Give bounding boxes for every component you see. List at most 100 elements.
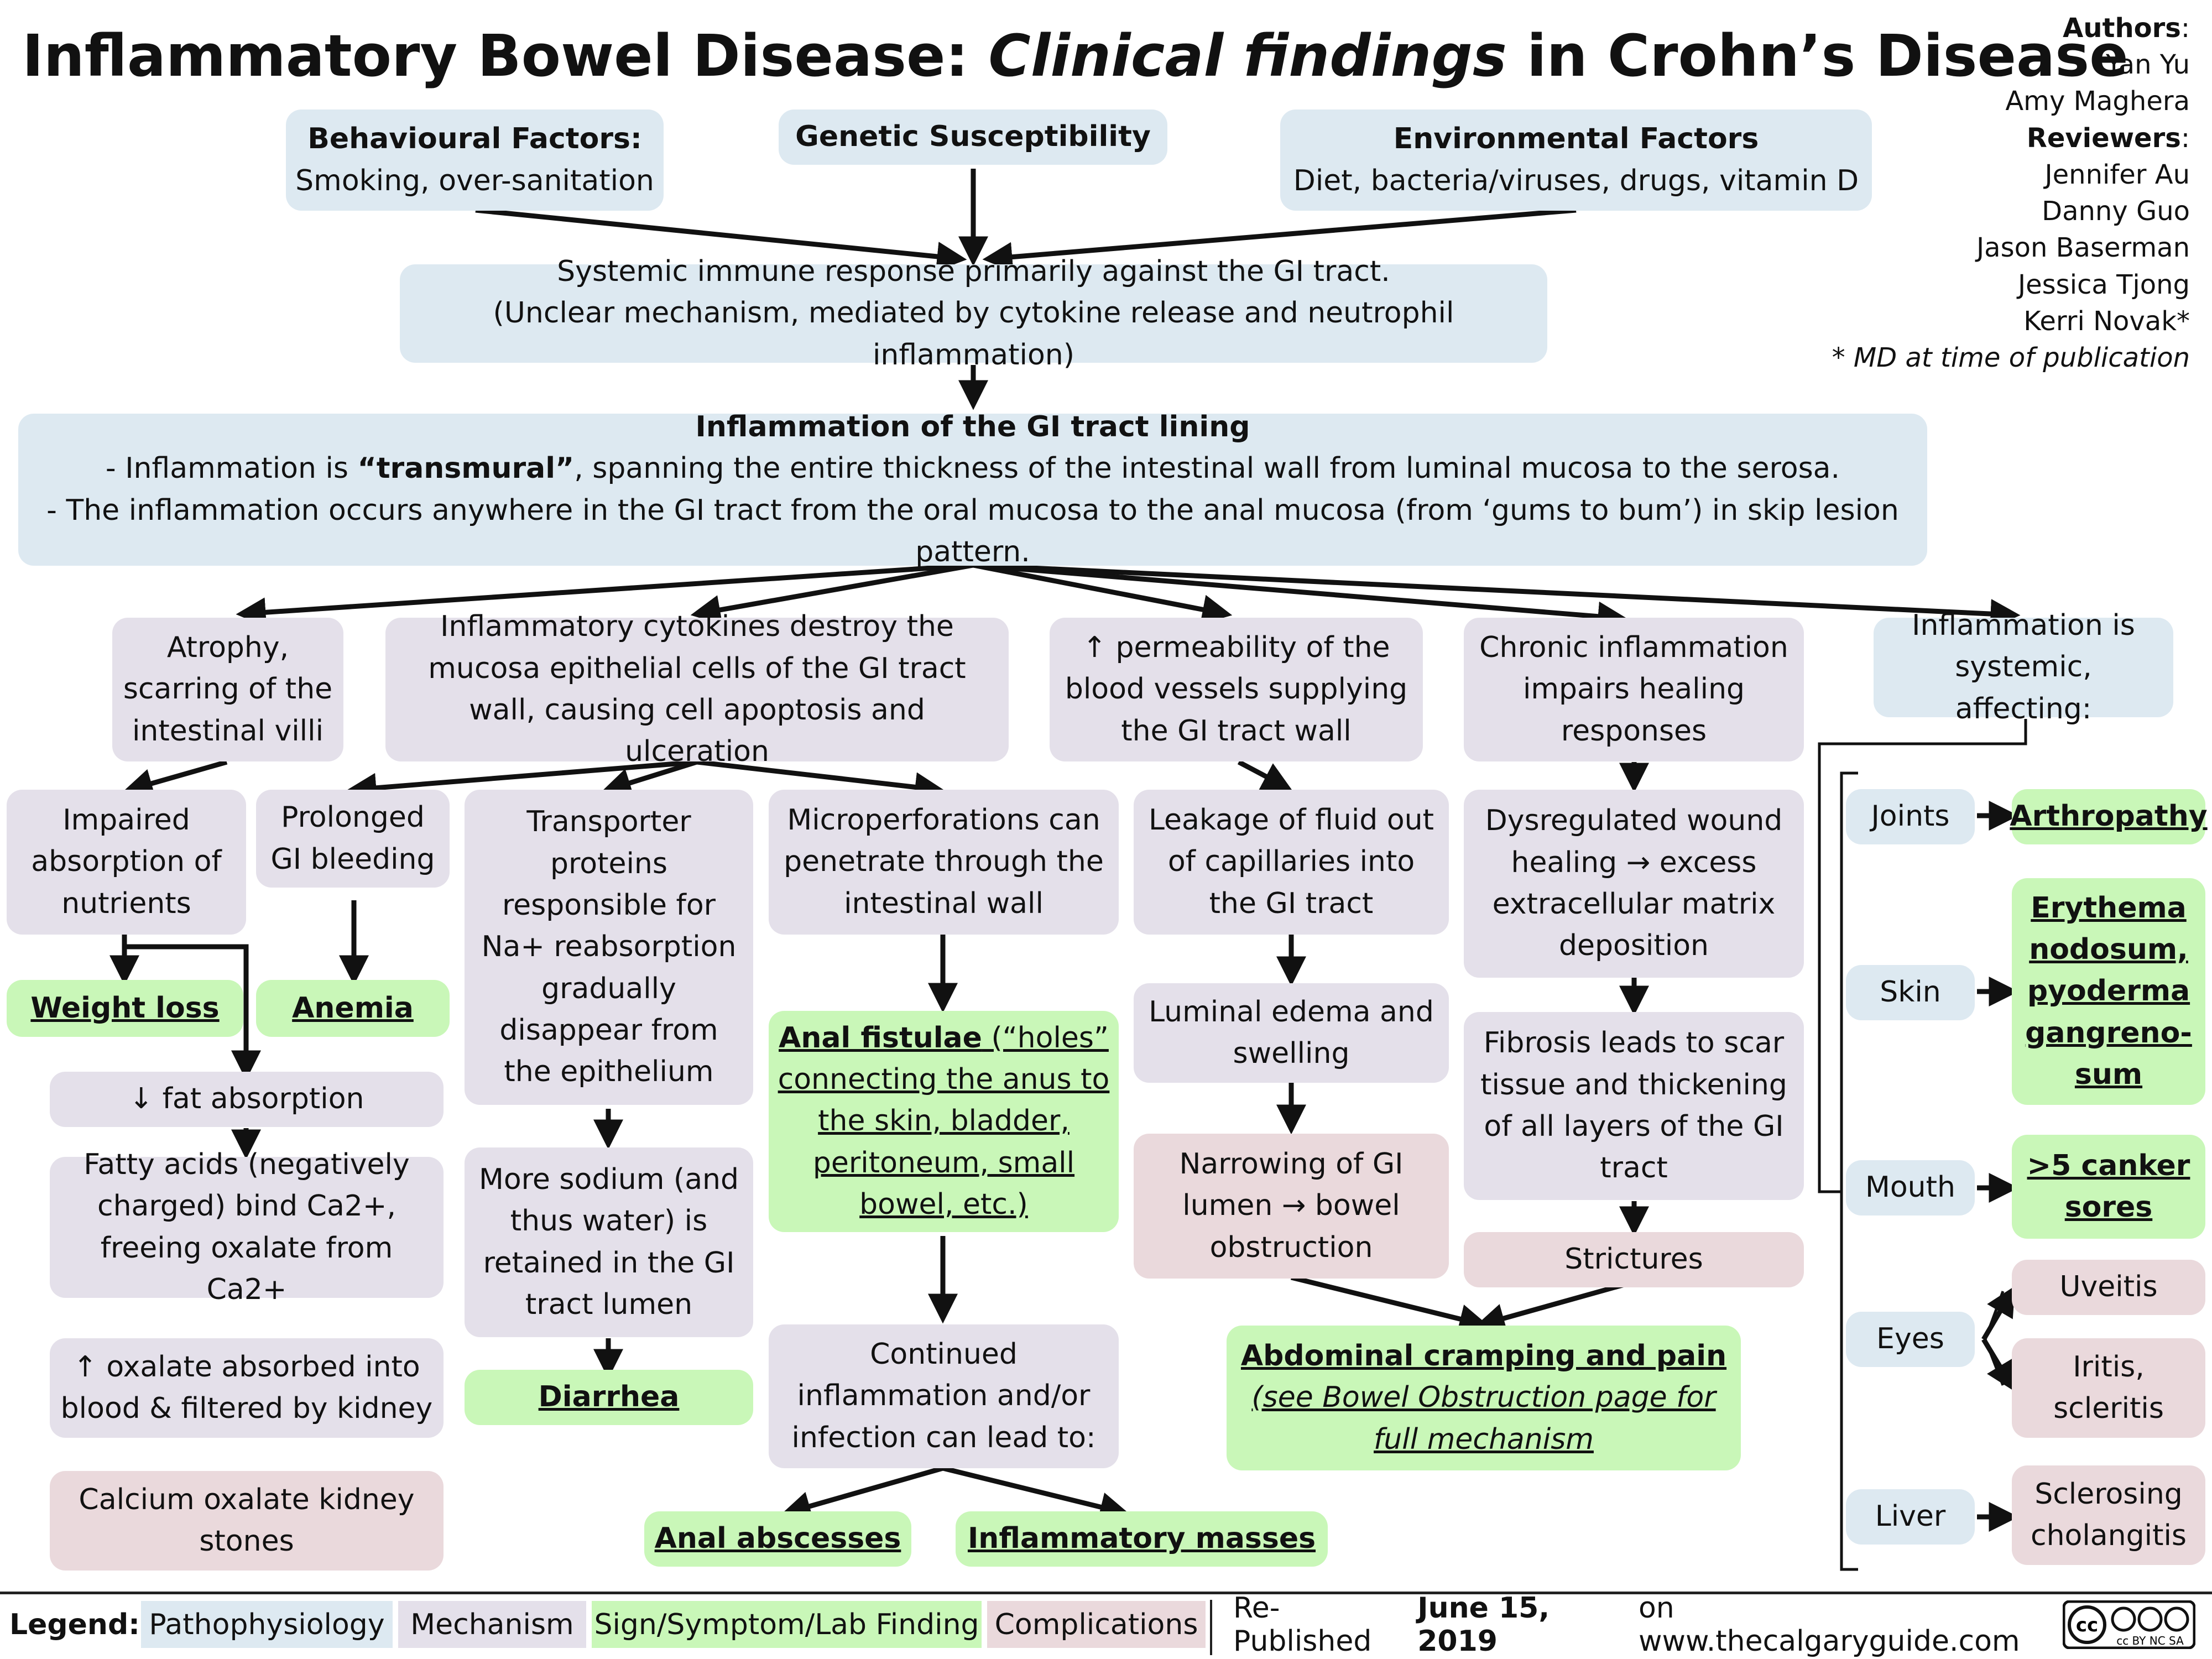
fibrosis-text: Fibrosis leads to scar tissue and thicke… (1480, 1026, 1787, 1185)
title-part1: Inflammatory Bowel Disease: (22, 22, 989, 90)
inflammation-line1-bold: “transmural” (357, 452, 575, 486)
erythema-text: Erythema nodosum, pyoderma gangreno-sum (2025, 891, 2192, 1092)
reviewers-label: Reviewers (2026, 122, 2181, 154)
strictures-box: Strictures (1464, 1232, 1804, 1287)
sodium-retained-box: More sodium (and thus water) is retained… (465, 1147, 753, 1337)
systemic-inflammation-box: Inflammation is systemic, affecting: (1874, 609, 2173, 726)
republished-line: Re-Published June 15, 2019 on www.thecal… (1222, 1592, 2063, 1658)
abdominal-cramping-title: Abdominal cramping and pain (1240, 1339, 1727, 1373)
transporter-proteins-box: Transporter proteins responsible for Na+… (465, 790, 753, 1105)
canker-sores-text: >5 canker sores (2027, 1149, 2190, 1224)
continued-inflammation-box: Continued inflammation and/or infection … (769, 1324, 1119, 1468)
title-part3: in Crohn’s Disease (1506, 22, 2128, 90)
inflammation-line1-pre: - Inflammation is (105, 452, 358, 486)
inflammation-line2: - The inflammation occurs anywhere in th… (46, 493, 1899, 568)
microperforations-text: Microperforations can penetrate through … (784, 803, 1104, 920)
behavioural-factors-text: Smoking, over-sanitation (295, 164, 654, 197)
cholangitis-text: Sclerosing cholangitis (2030, 1477, 2187, 1552)
impaired-absorption-text: Impaired absorption of nutrients (31, 803, 222, 920)
fluid-leakage-text: Leakage of fluid out of capillaries into… (1148, 803, 1434, 920)
mouth-label-box: Mouth (1846, 1160, 1975, 1215)
prolonged-bleeding-text: Prolonged GI bleeding (270, 801, 435, 876)
svg-text:cc: cc (2076, 1614, 2098, 1636)
vessel-permeability-text: ↑ permeability of the blood vessels supp… (1065, 630, 1408, 748)
page-title: Inflammatory Bowel Disease: Clinical fin… (22, 22, 2128, 90)
reviewer-name: Jennifer Au (2044, 159, 2190, 190)
uveitis-text: Uveitis (2059, 1270, 2158, 1304)
liver-text: Liver (1875, 1500, 1946, 1533)
kidney-stones-text: Calcium oxalate kidney stones (79, 1483, 415, 1558)
environmental-factors-text: Diet, bacteria/viruses, drugs, vitamin D (1293, 164, 1859, 197)
anemia-box: Anemia (256, 980, 450, 1037)
skin-text: Skin (1880, 975, 1941, 1009)
erythema-box: Erythema nodosum, pyoderma gangreno-sum (2012, 878, 2205, 1105)
legend-mechanism: Mechanism (398, 1601, 586, 1648)
inflammation-line1-post: , spanning the entire thickness of the i… (574, 452, 1840, 486)
author-name: Yan Yu (2105, 49, 2190, 81)
legend-label: Legend: (9, 1608, 140, 1641)
legend-pathophysiology: Pathophysiology (141, 1601, 393, 1648)
kidney-stones-box: Calcium oxalate kidney stones (50, 1471, 444, 1571)
canker-sores-box: >5 canker sores (2012, 1135, 2205, 1239)
anal-abscesses-text: Anal abscesses (654, 1522, 901, 1556)
eyes-label-box: Eyes (1846, 1312, 1975, 1367)
sodium-retained-text: More sodium (and thus water) is retained… (478, 1162, 739, 1321)
luminal-edema-box: Luminal edema and swelling (1134, 983, 1449, 1083)
fibrosis-box: Fibrosis leads to scar tissue and thicke… (1464, 1012, 1804, 1200)
joints-label-box: Joints (1846, 789, 1975, 844)
fluid-leakage-box: Leakage of fluid out of capillaries into… (1134, 790, 1449, 935)
legend-sign-symptom: Sign/Symptom/Lab Finding (592, 1601, 982, 1648)
environmental-factors-title: Environmental Factors (1393, 122, 1759, 156)
cc-license-icon: cc cc BY NC SA (2060, 1600, 2198, 1649)
fatty-acids-text: Fatty acids (negatively charged) bind Ca… (84, 1147, 410, 1306)
uveitis-box: Uveitis (2012, 1260, 2205, 1315)
republished-site[interactable]: on www.thecalgaryguide.com (1638, 1591, 2020, 1658)
lumen-narrowing-box: Narrowing of GI lumen → bowel obstructio… (1134, 1134, 1449, 1279)
weight-loss-box: Weight loss (7, 980, 243, 1037)
cc-license-text: cc BY NC SA (2116, 1634, 2184, 1647)
anal-fistulae-box: Anal fistulae (“holes” connecting the an… (769, 1011, 1119, 1232)
systemic-inflammation-text: Inflammation is systemic, affecting: (1912, 608, 2135, 726)
reviewer-name: Jason Baserman (1976, 232, 2190, 264)
systemic-response-line2: (Unclear mechanism, mediated by cytokine… (493, 296, 1454, 372)
anal-fistulae-title: Anal fistulae (779, 1021, 982, 1055)
genetic-susceptibility-title: Genetic Susceptibility (795, 120, 1151, 154)
reviewer-name: Danny Guo (2042, 196, 2190, 227)
abdominal-cramping-note: (see Bowel Obstruction page for full mec… (1251, 1381, 1716, 1456)
fat-absorption-text: ↓ fat absorption (129, 1082, 364, 1116)
legend-divider (1210, 1600, 1212, 1655)
arthropathy-text: Arthropathy (2010, 800, 2208, 833)
inflammation-gi-lining-box: Inflammation of the GI tract lining - In… (18, 410, 1927, 568)
anal-fistulae-text: (“holes” connecting the anus to the skin… (778, 1021, 1110, 1222)
republished-pre: Re-Published (1233, 1591, 1372, 1658)
mouth-text: Mouth (1865, 1171, 1955, 1204)
weight-loss-text: Weight loss (30, 991, 220, 1025)
arthropathy-box: Arthropathy (2010, 789, 2208, 844)
skin-label-box: Skin (1846, 965, 1975, 1020)
reviewer-name: Kerri Novak* (2023, 305, 2190, 337)
dysregulated-healing-box: Dysregulated wound healing → excess extr… (1464, 790, 1804, 978)
anal-abscesses-box: Anal abscesses (644, 1511, 911, 1567)
abdominal-cramping-box: Abdominal cramping and pain (see Bowel O… (1227, 1326, 1741, 1470)
systemic-immune-response-box: Systemic immune response primarily again… (400, 255, 1547, 372)
oxalate-absorbed-text: ↑ oxalate absorbed into blood & filtered… (60, 1350, 433, 1425)
lumen-narrowing-text: Narrowing of GI lumen → bowel obstructio… (1179, 1147, 1404, 1264)
behavioural-factors-box: Behavioural Factors: Smoking, over-sanit… (286, 109, 664, 211)
authors-note: * MD at time of publication (1832, 342, 2190, 374)
cholangitis-box: Sclerosing cholangitis (2012, 1465, 2205, 1565)
inflammation-line1: - Inflammation is “transmural”, spanning… (106, 448, 1840, 489)
diarrhea-box: Diarrhea (465, 1370, 753, 1425)
author-name: Amy Maghera (2005, 86, 2190, 117)
behavioural-factors-title: Behavioural Factors: (307, 122, 642, 156)
legend: Legend: Pathophysiology Mechanism Sign/S… (0, 1592, 2212, 1659)
inflammatory-masses-box: Inflammatory masses (956, 1511, 1328, 1567)
luminal-edema-text: Luminal edema and swelling (1149, 995, 1434, 1070)
atrophy-text: Atrophy, scarring of the intestinal vill… (123, 630, 333, 748)
reviewer-name: Jessica Tjong (2017, 269, 2190, 300)
prolonged-bleeding-box: Prolonged GI bleeding (256, 790, 450, 888)
continued-inflammation-text: Continued inflammation and/or infection … (791, 1337, 1096, 1454)
cc-badge-icon: cc cc BY NC SA (2063, 1600, 2195, 1649)
liver-label-box: Liver (1846, 1489, 1975, 1545)
atrophy-box: Atrophy, scarring of the intestinal vill… (112, 618, 343, 761)
diarrhea-text: Diarrhea (538, 1380, 680, 1414)
